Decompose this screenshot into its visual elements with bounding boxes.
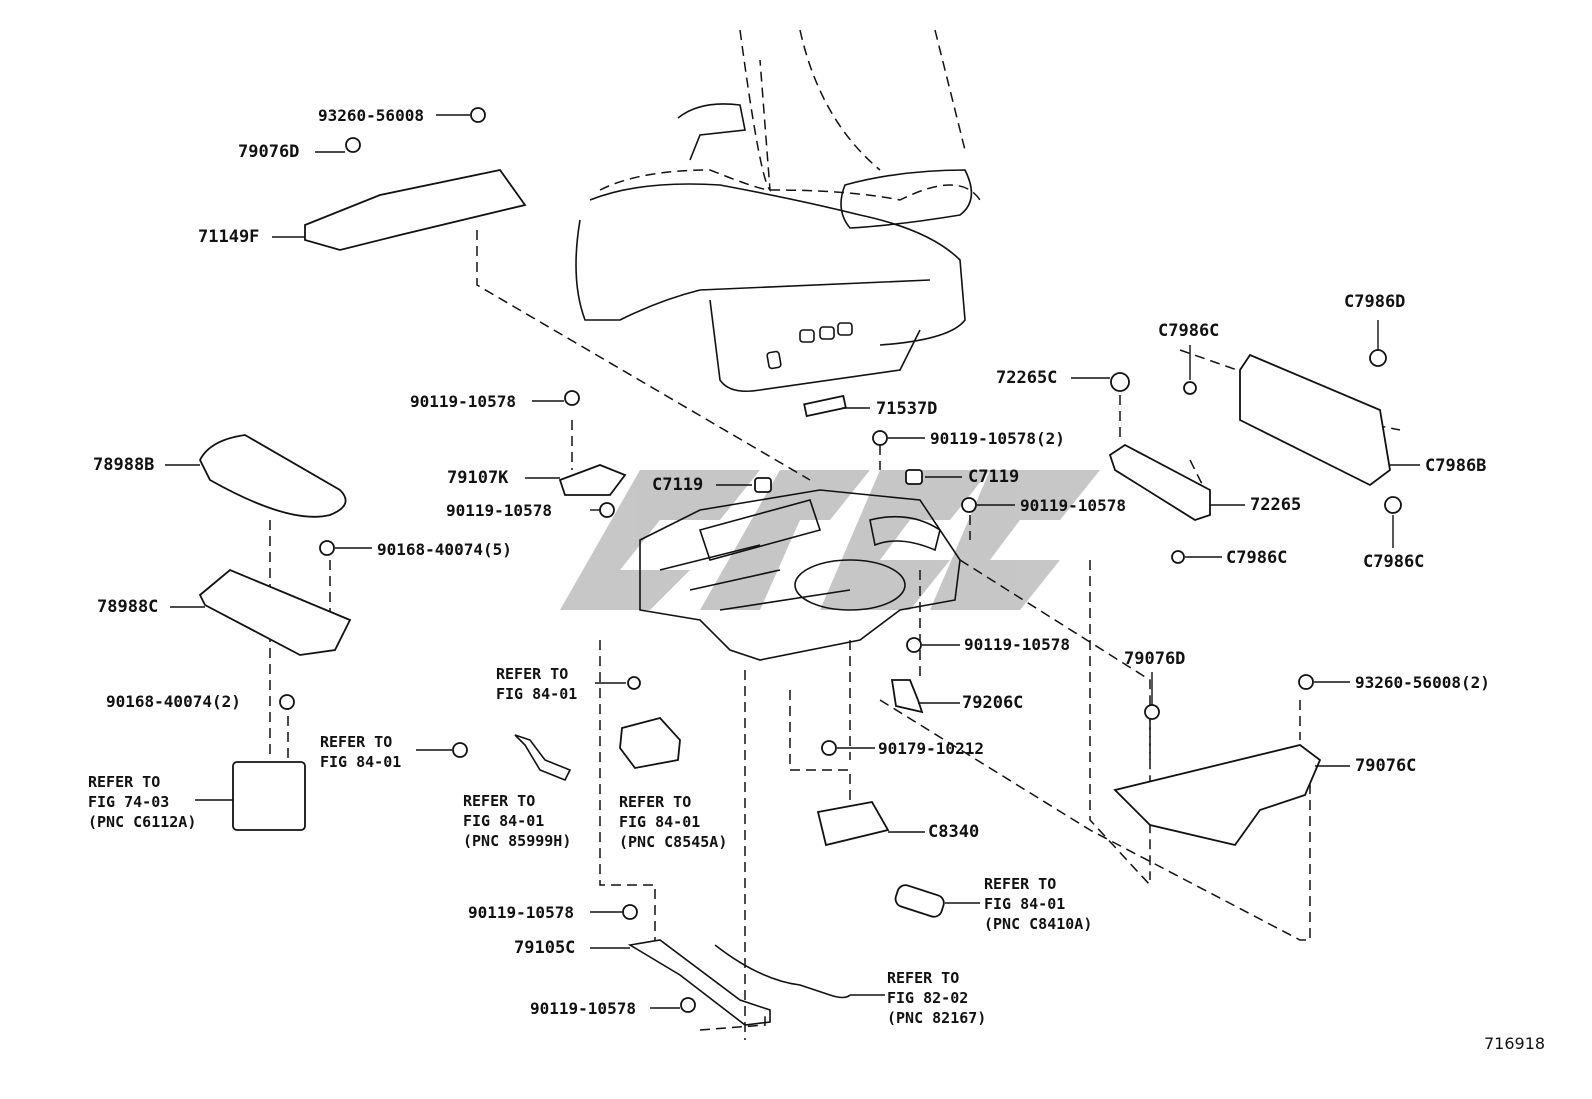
part-label-71537D: 71537D: [876, 399, 938, 419]
part-label-C7986B: C7986B: [1425, 456, 1487, 476]
part-label-93260-56008-2: 93260-56008(2): [1355, 673, 1490, 692]
part-label-90119-10578-2: 90119-10578(2): [930, 429, 1065, 448]
part-label-71149F: 71149F: [198, 227, 260, 247]
part-label-90168-40074-2: 90168-40074(2): [106, 692, 241, 711]
leader-lines: [165, 114, 1420, 1009]
part-label-72265C: 72265C: [996, 368, 1058, 388]
cover-78988B: [198, 434, 347, 518]
module-C8340: [816, 800, 890, 847]
part-label-72265: 72265: [1250, 495, 1302, 515]
part-label-C7986C: C7986C: [1363, 552, 1425, 572]
assembly-lines: [269, 230, 1401, 1040]
reference-note-pnc-c8410a: REFER TO FIG 84-01 (PNC C8410A): [984, 875, 1093, 933]
part-label-C7119-right: C7119: [968, 467, 1020, 487]
diagram-id: 716918: [1484, 1034, 1546, 1053]
part-label-90119-10578: 90119-10578: [468, 903, 574, 922]
part-label-79076D: 79076D: [1124, 649, 1186, 669]
bracket-71149F: [304, 168, 527, 251]
part-label-93260-56008: 93260-56008: [318, 106, 424, 125]
cover-78988C: [198, 568, 352, 656]
bracket-79105C: [627, 939, 771, 1026]
part-label-79105C: 79105C: [514, 938, 576, 958]
reference-note-pnc-85999h: REFER TO FIG 84-01 (PNC 85999H): [463, 792, 572, 850]
bolts: [279, 107, 1402, 1013]
part-label-90179-10212: 90179-10212: [878, 739, 984, 758]
key-fob: [894, 884, 945, 918]
part-label-C7986D: C7986D: [1344, 292, 1406, 312]
harness-82167: [714, 944, 851, 999]
part-label-C8340: C8340: [928, 822, 980, 842]
part-label-90119-10578: 90119-10578: [964, 635, 1070, 654]
reference-note-fig-84-01: REFER TO FIG 84-01: [496, 665, 578, 703]
part-label-79076D: 79076D: [238, 142, 300, 162]
box-C8545A: [619, 716, 681, 769]
part-label-90119-10578: 90119-10578: [410, 392, 516, 411]
seat-outline: [575, 29, 981, 393]
part-label-90119-10578: 90119-10578: [530, 999, 636, 1018]
part-label-78988B: 78988B: [93, 455, 155, 475]
warning-label: [232, 761, 306, 831]
reference-note-fig-74-03: REFER TO FIG 74-03 (PNC C6112A): [88, 773, 197, 831]
bracket-79107K: [558, 464, 627, 496]
part-label-C7119-left: C7119: [652, 475, 704, 495]
cover-79076C: [1113, 744, 1322, 847]
part-label-78988C: 78988C: [97, 597, 159, 617]
part-label-C7986C: C7986C: [1158, 321, 1220, 341]
part-label-79076C: 79076C: [1355, 756, 1417, 776]
cover-C7986B: [1239, 353, 1391, 487]
part-label-C7986C: C7986C: [1226, 548, 1288, 568]
reference-note-pnc-c8545a: REFER TO FIG 84-01 (PNC C8545A): [619, 793, 728, 851]
part-label-90168-40074-5: 90168-40074(5): [377, 540, 512, 559]
bracket-72265: [1108, 443, 1211, 521]
part-label-90119-10578: 90119-10578: [446, 501, 552, 520]
bracket-79206C: [890, 679, 924, 714]
reference-note-fig-82-02: REFER TO FIG 82-02 (PNC 82167): [887, 969, 987, 1027]
part-label-79107K: 79107K: [447, 468, 509, 488]
reference-note-fig-84-01: REFER TO FIG 84-01: [320, 733, 402, 771]
part-label-79206C: 79206C: [962, 693, 1024, 713]
part-label-90119-10578: 90119-10578: [1020, 496, 1126, 515]
bracket-85999H: [514, 734, 572, 782]
seat-frame: [639, 489, 961, 661]
